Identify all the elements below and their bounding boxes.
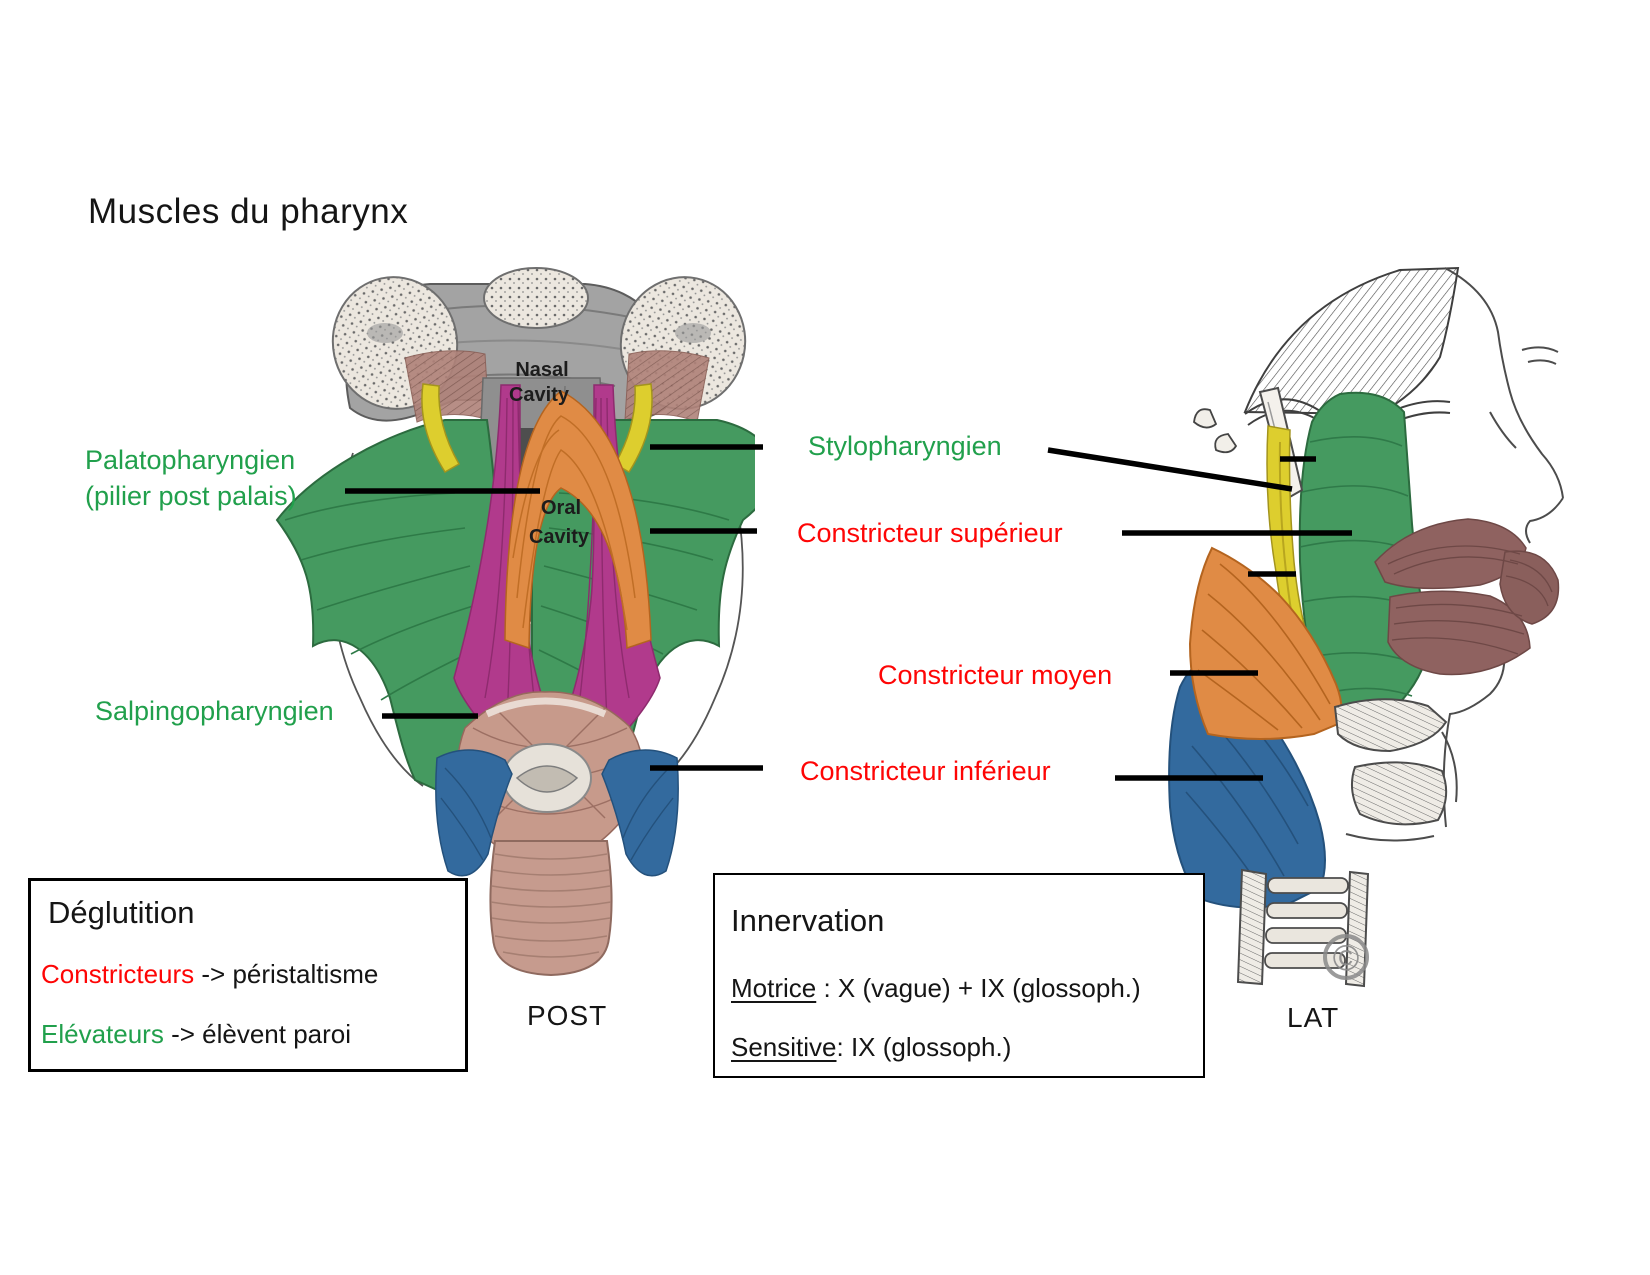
innervation-box: Innervation Motrice : X (vague) + IX (gl… bbox=[713, 873, 1205, 1078]
deglutition-row-constricteurs: Constricteurs -> péristaltisme bbox=[41, 959, 378, 990]
esophagus-tube bbox=[489, 840, 613, 977]
lateral-view-caption: LAT bbox=[1287, 1002, 1340, 1033]
innervation-row-sensitive: Sensitive: IX (glossoph.) bbox=[731, 1032, 1011, 1063]
innervation-row1-term: Motrice bbox=[731, 973, 817, 1003]
lateral-view-illustration: © bbox=[1168, 266, 1564, 988]
oral-cavity-label-line1: Oral bbox=[541, 497, 581, 519]
innervation-box-title: Innervation bbox=[731, 903, 885, 938]
lateral-cranium bbox=[1193, 266, 1460, 454]
page-title: Muscles du pharynx bbox=[88, 192, 409, 231]
label-constricteur-superieur: Constricteur supérieur bbox=[797, 518, 1063, 548]
central-orange-arch bbox=[504, 390, 652, 650]
copyright-glyph: © bbox=[1333, 937, 1360, 978]
nasal-cavity-label-line1: Nasal bbox=[515, 359, 568, 381]
innervation-row-motrice: Motrice : X (vague) + IX (glossoph.) bbox=[731, 973, 1141, 1004]
label-constricteur-moyen: Constricteur moyen bbox=[878, 660, 1113, 690]
deglutition-row2-rest: -> élèvent paroi bbox=[163, 1019, 352, 1049]
innervation-row2-rest: : IX (glossoph.) bbox=[836, 1032, 1012, 1062]
lateral-middle-constrictor-orange bbox=[1188, 546, 1343, 740]
posterior-view-illustration: Nasal Cavity Oral Cavity bbox=[275, 267, 755, 977]
label-salpingopharyngien: Salpingopharyngien bbox=[95, 696, 334, 726]
label-palatopharyngien: Palatopharyngien (pilier post palais) bbox=[85, 442, 297, 514]
posterior-view-caption: POST bbox=[527, 1000, 608, 1031]
deglutition-row2-term: Elévateurs bbox=[41, 1019, 164, 1049]
nasal-cavity-label-line2: Cavity bbox=[509, 384, 570, 406]
deglutition-box-title: Déglutition bbox=[48, 895, 195, 930]
label-constricteur-inferieur: Constricteur inférieur bbox=[800, 756, 1051, 786]
label-stylopharyngien: Stylopharyngien bbox=[808, 431, 1002, 461]
inferior-constrictor-blue-wings bbox=[435, 749, 679, 877]
label-palatopharyngien-line1: Palatopharyngien bbox=[85, 445, 296, 475]
oral-cavity-label-line2: Cavity bbox=[529, 526, 590, 548]
deglutition-box: Déglutition Constricteurs -> péristaltis… bbox=[28, 878, 468, 1072]
lateral-mouth-muscles bbox=[1374, 518, 1560, 676]
innervation-row1-rest: : X (vague) + IX (glossoph.) bbox=[816, 973, 1141, 1003]
lateral-larynx-cartilages bbox=[1333, 698, 1458, 842]
copyright-watermark: © bbox=[1323, 934, 1369, 980]
innervation-row2-term: Sensitive bbox=[731, 1032, 837, 1062]
posterior-figure-labels: Nasal Cavity Oral Cavity bbox=[509, 359, 590, 548]
deglutition-row1-term: Constricteurs bbox=[41, 959, 195, 989]
deglutition-row-elevateurs: Elévateurs -> élèvent paroi bbox=[41, 1019, 351, 1050]
label-palatopharyngien-line2: (pilier post palais) bbox=[85, 481, 297, 511]
lateral-trachea bbox=[1236, 868, 1370, 988]
leader-stylopharyngien-right bbox=[1047, 447, 1293, 492]
deglutition-row1-rest: -> péristaltisme bbox=[194, 959, 379, 989]
posterior-tan-muscles bbox=[456, 691, 644, 865]
